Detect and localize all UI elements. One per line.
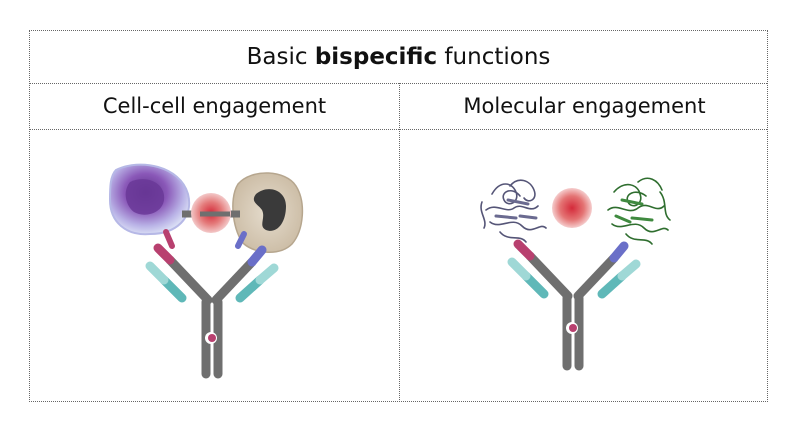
column-divider: [399, 83, 400, 402]
target-molecule: [552, 188, 592, 228]
bispecific-antibody-right: [507, 239, 641, 371]
target-cell: [232, 172, 304, 253]
bispecific-antibody-left: [145, 243, 279, 379]
title-prefix: Basic: [246, 44, 315, 70]
panel-cell-cell: [30, 130, 399, 401]
diagram-frame: Basic bispecific functions Cell-cell eng…: [29, 30, 768, 402]
column-header-cell-cell: Cell-cell engagement: [102, 94, 327, 118]
panel-molecular: [400, 130, 769, 401]
diagram-title: Basic bispecific functions: [30, 31, 767, 84]
title-suffix: functions: [437, 44, 551, 70]
protein-left: [480, 179, 547, 243]
cell-cell-illustration: [108, 163, 304, 379]
column-header-molecular: Molecular engagement: [463, 94, 706, 118]
molecular-illustration: [480, 177, 671, 371]
immune-cell: [108, 163, 191, 236]
title-bold: bispecific: [314, 44, 438, 70]
immune-receptor: [163, 229, 175, 249]
target-receptor: [235, 231, 247, 249]
protein-right: [607, 177, 671, 245]
column-header-row: Cell-cell engagement Molecular engagemen…: [30, 83, 767, 130]
